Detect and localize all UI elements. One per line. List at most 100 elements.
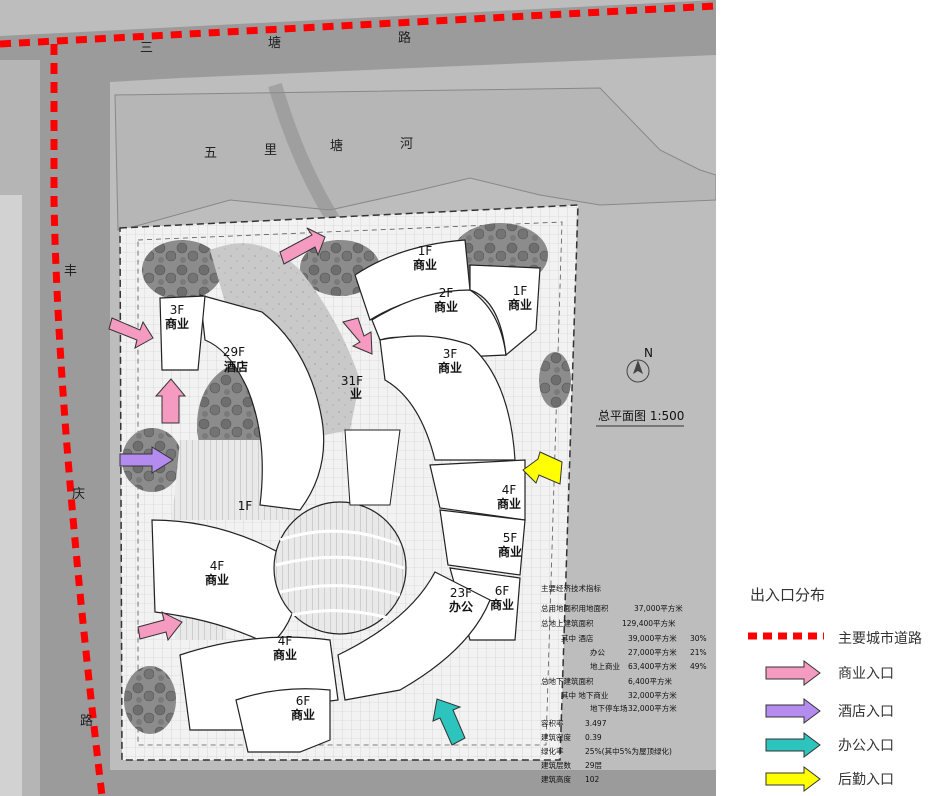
legend-label: 商业入口 — [838, 666, 894, 682]
building-group — [151, 239, 541, 753]
legend-label: 主要城市道路 — [838, 631, 922, 647]
commercial-entrance-arrow — [154, 378, 187, 424]
legend-item-main-road: 主要城市道路 — [746, 624, 946, 652]
main-road-lines — [0, 2, 716, 796]
commercial-entrance-arrow — [342, 317, 373, 355]
building-labels: 1F 商业 2F 商业 1F 商业 3F 商业 3F 商业 29F 酒店 31F… — [165, 244, 532, 722]
index-row-value: 32,000平方米 — [628, 690, 677, 700]
legend-label: 办公入口 — [838, 738, 894, 754]
purple-arrow-icon — [765, 698, 821, 724]
index-row-value: 27,000平方米 — [628, 647, 677, 657]
legend-item-hotel: 酒店入口 — [746, 697, 946, 725]
south-road — [110, 770, 716, 796]
building-use-label: 商业 — [413, 257, 437, 272]
river-char: 河 — [400, 137, 413, 152]
index-row-pct: 21% — [690, 648, 707, 657]
legend-label: 酒店入口 — [838, 704, 894, 720]
plan-title: 总平面图 1:500 — [598, 409, 684, 423]
building-west-3f — [159, 295, 206, 371]
tree-cluster — [142, 240, 222, 300]
office-entrance-arrow — [432, 698, 466, 746]
building-floors-label: 3F — [170, 303, 185, 317]
index-row-value: 102 — [585, 775, 600, 784]
index-row-label: 地下停车场 — [590, 703, 628, 713]
legend-item-office: 办公入口 — [746, 731, 946, 759]
road-west-char: 丰 — [64, 264, 77, 279]
building-use-label: 商业 — [490, 597, 514, 612]
legend-item-service: 后勤入口 — [746, 765, 946, 793]
building-floors-label: 29F — [223, 345, 245, 359]
entrance-arrows — [108, 227, 563, 746]
road-north-char: 塘 — [268, 35, 281, 51]
index-row-value: 63,400平方米 — [628, 661, 677, 671]
building-use-label: 业 — [350, 386, 362, 401]
building-floors-label: 6F — [296, 694, 311, 708]
index-row-value: 29层 — [585, 761, 603, 770]
index-row-label: 其中 地下商业 — [561, 690, 609, 700]
river-char: 五 — [204, 146, 217, 161]
building-floors-label: 31F — [341, 374, 363, 388]
building-use-label: 办公 — [449, 599, 473, 614]
index-row-value: 3.497 — [585, 719, 607, 728]
legend-item-commercial: 商业入口 — [746, 659, 946, 687]
north-arrow: N — [626, 346, 653, 383]
service-entrance-arrow — [522, 451, 563, 485]
building-hotel-tower — [199, 294, 325, 511]
index-row-label: 总地上建筑面积 — [541, 618, 594, 628]
legend-panel: 出入口分布 主要城市道路 商业入口 酒店入口 办公入口 后勤入口 — [716, 0, 950, 796]
building-floors-label: 1F — [418, 244, 433, 258]
north-label: N — [644, 346, 653, 360]
index-row-label: 总地下建筑面积 — [541, 676, 594, 686]
west-plot — [0, 195, 22, 796]
road-north-char: 三 — [140, 41, 153, 56]
building-south-6f — [235, 688, 331, 753]
north-road — [0, 0, 716, 82]
building-floors-label: 1F — [513, 284, 528, 298]
index-title: 主要经济技术指标 — [541, 583, 601, 593]
commercial-entrance-arrow — [137, 611, 183, 642]
building-use-label: 商业 — [291, 707, 315, 722]
river-char: 塘 — [330, 138, 343, 154]
inner-boundary — [137, 221, 563, 746]
index-row-pct: 30% — [690, 634, 707, 643]
road-west-char: 庆 — [72, 487, 85, 502]
index-row-label: 地上商业 — [590, 661, 620, 671]
index-row-value: 0.39 — [585, 733, 602, 742]
building-floors-label: 23F — [450, 586, 472, 600]
commercial-entrance-arrow — [108, 317, 154, 349]
index-row-label: 容积率 — [541, 718, 564, 728]
building-use-label: 商业 — [273, 647, 297, 662]
tree-cluster — [539, 352, 571, 408]
building-floors-label: 2F — [439, 286, 454, 300]
index-row-value: 6,400平方米 — [628, 676, 672, 686]
river-char: 里 — [264, 143, 277, 158]
building-floors-label: 4F — [210, 559, 225, 573]
index-row-label: 总用地面积用地面积 — [541, 603, 609, 613]
building-east-3f — [379, 335, 516, 461]
index-row-pct: 49% — [690, 662, 707, 671]
building-use-label: 酒店 — [224, 359, 248, 374]
index-row-value: 39,000平方米 — [628, 633, 677, 643]
road-west-char: 路 — [80, 713, 93, 729]
building-use-label: 商业 — [508, 297, 532, 312]
building-use-label: 商业 — [165, 316, 189, 331]
index-row-label: 建筑高度 — [541, 774, 571, 784]
index-row-label: 办公 — [590, 647, 605, 657]
building-use-label: 商业 — [434, 299, 458, 314]
building-floors-label: 3F — [443, 347, 458, 361]
teal-arrow-icon — [765, 732, 821, 758]
building-floors-label: 1F — [238, 499, 253, 513]
west-road — [40, 60, 110, 796]
tree-cluster — [124, 666, 176, 734]
road-north-char: 路 — [398, 30, 411, 46]
red-dashed-line-icon — [748, 632, 824, 640]
building-east-5f — [439, 509, 526, 576]
site-plan-map: 三 塘 路 丰 庆 路 五 里 塘 河 1F 商业 2F 商业 1F 商业 3F… — [0, 0, 716, 796]
legend-label: 后勤入口 — [838, 772, 894, 788]
yellow-arrow-icon — [765, 766, 821, 792]
hotel-entrance-arrow — [119, 446, 174, 474]
building-use-label: 商业 — [498, 544, 522, 559]
building-floors-label: 4F — [278, 634, 293, 648]
commercial-entrance-arrow — [279, 227, 326, 265]
building-use-label: 商业 — [497, 496, 521, 511]
